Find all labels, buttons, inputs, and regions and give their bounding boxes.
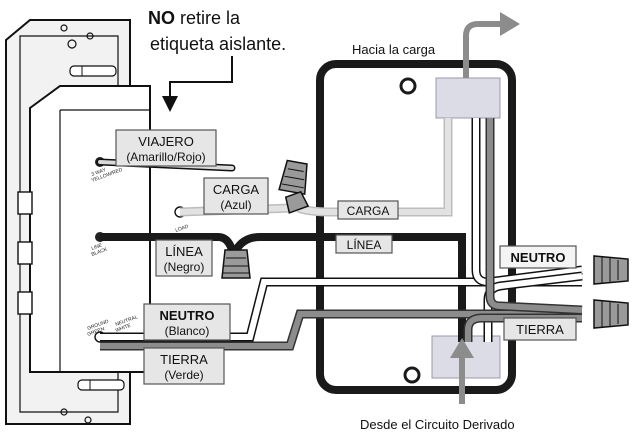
arrow-to-load	[463, 12, 520, 78]
viajero-sub: (Amarillo/Rojo)	[126, 150, 205, 164]
wire-nut-neutral	[593, 255, 629, 285]
terminal-label-neutro: NEUTRO (Blanco)	[143, 303, 231, 341]
wire-nut-load	[284, 190, 310, 214]
ground-wire	[100, 118, 583, 351]
arrow-from-branch	[450, 338, 474, 404]
terminal-label-tierra: TIERRA (Verde)	[143, 347, 225, 385]
viajero-title: VIAJERO	[138, 134, 194, 149]
wire-label-neutro: NEUTRO	[499, 245, 577, 269]
print-green: GREEN	[87, 326, 106, 338]
print-3way: 3 WAY	[91, 167, 108, 178]
from-branch-label: Desde el Circuito Derivado	[360, 417, 515, 432]
warning-pointer	[162, 56, 233, 112]
svg-text:TIERRA: TIERRA	[516, 322, 564, 337]
svg-text:NEUTRO: NEUTRO	[511, 250, 566, 265]
wire-nut-ground	[593, 299, 629, 329]
print-line: LINE	[91, 242, 104, 252]
to-load-label: Hacia la carga	[352, 42, 436, 57]
print-white: WHITE	[115, 323, 133, 334]
wire-nut-traveler	[278, 159, 308, 195]
tierra-title: TIERRA	[160, 352, 208, 367]
neutro-title: NEUTRO	[160, 308, 215, 323]
print-load: LOAD	[175, 223, 190, 233]
warning-line1: NO retire la	[148, 8, 241, 28]
warning-line2: etiqueta aislante.	[150, 34, 286, 54]
print-black: BLACK	[91, 246, 109, 257]
wire-label-linea: LÍNEA	[335, 234, 393, 254]
line-wire	[100, 233, 466, 342]
top-conduit	[435, 77, 501, 119]
terminal-label-viajero: VIAJERO (Amarillo/Rojo)	[115, 129, 217, 167]
wire-nut-line	[221, 249, 251, 279]
svg-text:LÍNEA: LÍNEA	[347, 237, 382, 252]
linea-title: LÍNEA	[165, 244, 203, 259]
neutro-sub: (Blanco)	[165, 324, 210, 338]
wire-label-tierra: TIERRA	[503, 317, 577, 341]
carga-sub: (Azul)	[220, 198, 251, 212]
terminal-label-carga: CARGA (Azul)	[203, 177, 269, 215]
terminal-label-linea: LÍNEA (Negro)	[155, 239, 213, 277]
linea-sub: (Negro)	[164, 260, 205, 274]
tierra-sub: (Verde)	[164, 368, 203, 382]
svg-text:CARGA: CARGA	[347, 204, 390, 218]
wire-label-carga: CARGA	[337, 200, 399, 220]
carga-title: CARGA	[213, 182, 260, 197]
